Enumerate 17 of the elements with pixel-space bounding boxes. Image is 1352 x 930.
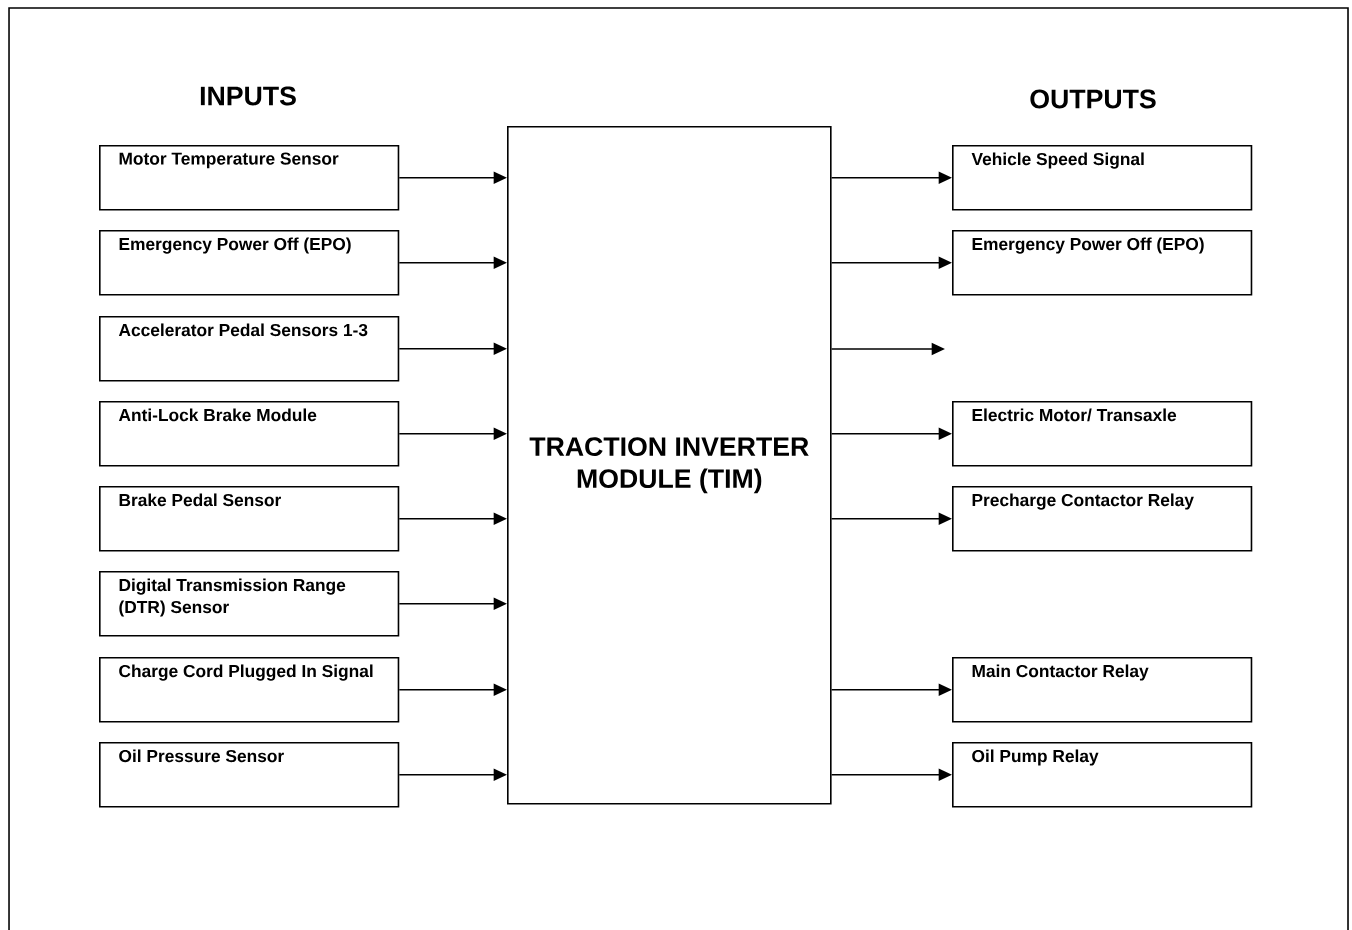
signal-box: Accelerator Pedal Sensors 1-3: [99, 315, 400, 382]
signal-box: Oil Pump Relay: [952, 742, 1253, 808]
signal-box: Emergency Power Off (EPO): [99, 230, 400, 296]
signal-box: Emergency Power Off (EPO): [952, 230, 1253, 296]
signal-box: Vehicle Speed Signal: [952, 145, 1253, 211]
signal-box: Anti-Lock Brake Module: [99, 400, 400, 467]
signal-box: Precharge Contactor Relay: [952, 485, 1253, 552]
signal-box: Motor Temperature Sensor: [99, 145, 400, 211]
signal-box: Brake Pedal Sensor: [99, 485, 400, 552]
signal-box: Charge Cord Plugged In Signal: [99, 657, 400, 723]
column-heading: INPUTS: [200, 86, 296, 106]
signal-box: Main Contactor Relay: [952, 657, 1253, 723]
signal-box: Oil Pressure Sensor: [99, 742, 400, 808]
module-box: TRACTION INVERTER MODULE (TIM): [507, 126, 832, 805]
column-heading: OUTPUTS: [1030, 89, 1156, 109]
signal-box: Digital Transmission Range (DTR) Sensor: [99, 571, 400, 637]
signal-box: Electric Motor/ Transaxle: [952, 400, 1253, 467]
